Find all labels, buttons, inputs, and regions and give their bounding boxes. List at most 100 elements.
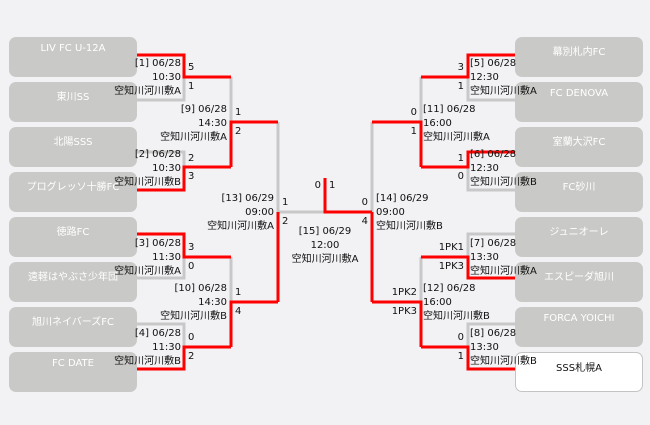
team-box[interactable]: 旭川ネイバーズFC	[9, 307, 137, 347]
score: 3	[457, 62, 464, 73]
score: 1	[235, 107, 242, 118]
match-venue: 空知川河川敷A	[207, 221, 274, 232]
match-time: 14:30	[198, 118, 227, 129]
team-box[interactable]: 幕別札内FC	[515, 37, 643, 77]
match-info-11: [11] 06/28 16:00 空知川河川敷A	[423, 103, 515, 145]
score: 1PK3	[438, 261, 464, 272]
match-venue: 空知川河川敷A	[160, 132, 227, 143]
team-box[interactable]: ジュニオーレ	[515, 217, 643, 257]
match-info-5: [5] 06/28 12:30 空知川河川敷A	[470, 57, 562, 99]
match-venue: 空知川河川敷A	[114, 266, 181, 277]
score: 1	[457, 153, 464, 164]
score: 2	[188, 351, 195, 362]
match-venue: 空知川河川敷B	[160, 311, 227, 322]
match-label: [4] 06/28	[134, 328, 181, 339]
score: 4	[361, 216, 368, 227]
match-time: 16:00	[423, 118, 452, 129]
team-box[interactable]: FC DENOVA	[515, 82, 643, 122]
team-box[interactable]: エスピーダ旭川	[515, 262, 643, 302]
score: 0	[457, 332, 464, 343]
match-info-2: [2] 06/28 10:30 空知川河川敷B	[89, 148, 181, 190]
team-box[interactable]: 北陽SSS	[9, 127, 137, 167]
match-venue: 空知川河川敷A	[470, 266, 537, 277]
team-box[interactable]: FC DATE	[9, 352, 137, 392]
final-score-left: 0	[314, 180, 321, 191]
score: 1PK3	[391, 306, 417, 317]
match-label: [10] 06/28	[174, 283, 227, 294]
match-time: 09:00	[376, 207, 405, 218]
score: 1	[188, 81, 195, 92]
lines-winner	[137, 53, 515, 371]
score: 3	[188, 171, 195, 182]
team-box[interactable]: プログレッソ十勝FC	[9, 172, 137, 212]
match-time: 13:30	[470, 342, 499, 353]
match-time: 11:30	[152, 342, 181, 353]
team-box-champion[interactable]: SSS札幌A	[515, 352, 643, 392]
match-label: [15] 06/29	[298, 226, 352, 237]
match-time: 12:30	[470, 163, 499, 174]
match-venue: 空知川河川敷B	[114, 177, 181, 188]
score: 0	[188, 332, 195, 343]
match-time: 10:30	[152, 163, 181, 174]
match-label: [3] 06/28	[134, 238, 181, 249]
match-time: 13:30	[470, 252, 499, 263]
score: 1	[457, 81, 464, 92]
match-venue: 空知川河川敷B	[423, 311, 490, 322]
match-label: [5] 06/28	[470, 58, 517, 69]
match-label: [8] 06/28	[470, 328, 517, 339]
score: 1	[457, 351, 464, 362]
match-info-4: [4] 06/28 11:30 空知川河川敷B	[89, 327, 181, 369]
match-venue: 空知川河川敷A	[423, 132, 490, 143]
match-venue: 空知川河川敷B	[470, 177, 537, 188]
team-box[interactable]: 室蘭大沢FC	[515, 127, 643, 167]
match-label: [7] 06/28	[470, 238, 517, 249]
team-box[interactable]: 徳路FC	[9, 217, 137, 257]
match-venue: 空知川河川敷A	[470, 86, 537, 97]
match-label: [14] 06/29	[376, 193, 429, 204]
match-info-12: [12] 06/28 16:00 空知川河川敷B	[423, 282, 515, 324]
match-label: [2] 06/28	[134, 149, 181, 160]
team-box[interactable]: FORCA YOICHI	[515, 307, 643, 347]
score: 2	[235, 126, 242, 137]
team-box[interactable]: 東川SS	[9, 82, 137, 122]
match-venue: 空知川河川敷A	[114, 86, 181, 97]
match-info-8: [8] 06/28 13:30 空知川河川敷B	[470, 327, 562, 369]
team-box[interactable]: FC砂川	[515, 172, 643, 212]
score: 1	[410, 126, 417, 137]
match-time: 12:30	[470, 72, 499, 83]
match-label: [1] 06/28	[134, 58, 181, 69]
match-info-7: [7] 06/28 13:30 空知川河川敷A	[470, 237, 562, 279]
score: 0	[457, 171, 464, 182]
score: 1PK1	[438, 242, 464, 253]
score: 2	[282, 216, 289, 227]
team-box[interactable]: 遠軽はやぶさ少年団	[9, 262, 137, 302]
match-time: 16:00	[423, 297, 452, 308]
score: 2	[188, 153, 195, 164]
score: 0	[188, 261, 195, 272]
match-label: [12] 06/28	[423, 283, 476, 294]
match-info-1: [1] 06/28 10:30 空知川河川敷A	[89, 57, 181, 99]
match-venue: 空知川河川敷A	[291, 254, 359, 265]
score: 5	[188, 62, 195, 73]
team-box[interactable]: LIV FC U-12A	[9, 37, 137, 77]
match-time: 10:30	[152, 72, 181, 83]
score: 1PK2	[391, 287, 417, 298]
score: 3	[188, 242, 195, 253]
match-label: [6] 06/28	[470, 149, 517, 160]
score: 0	[361, 197, 368, 208]
match-info-9: [9] 06/28 14:30 空知川河川敷A	[135, 103, 227, 145]
match-time: 12:00	[310, 240, 340, 251]
score: 4	[235, 306, 242, 317]
match-venue: 空知川河川敷B	[114, 356, 181, 367]
match-label: [11] 06/28	[423, 104, 476, 115]
match-label: [9] 06/28	[180, 104, 227, 115]
match-venue: 空知川河川敷B	[470, 356, 537, 367]
match-venue: 空知川河川敷B	[376, 221, 443, 232]
match-info-6: [6] 06/28 12:30 空知川河川敷B	[470, 148, 562, 190]
score: 1	[282, 197, 289, 208]
final-score-right: 1	[329, 180, 336, 191]
